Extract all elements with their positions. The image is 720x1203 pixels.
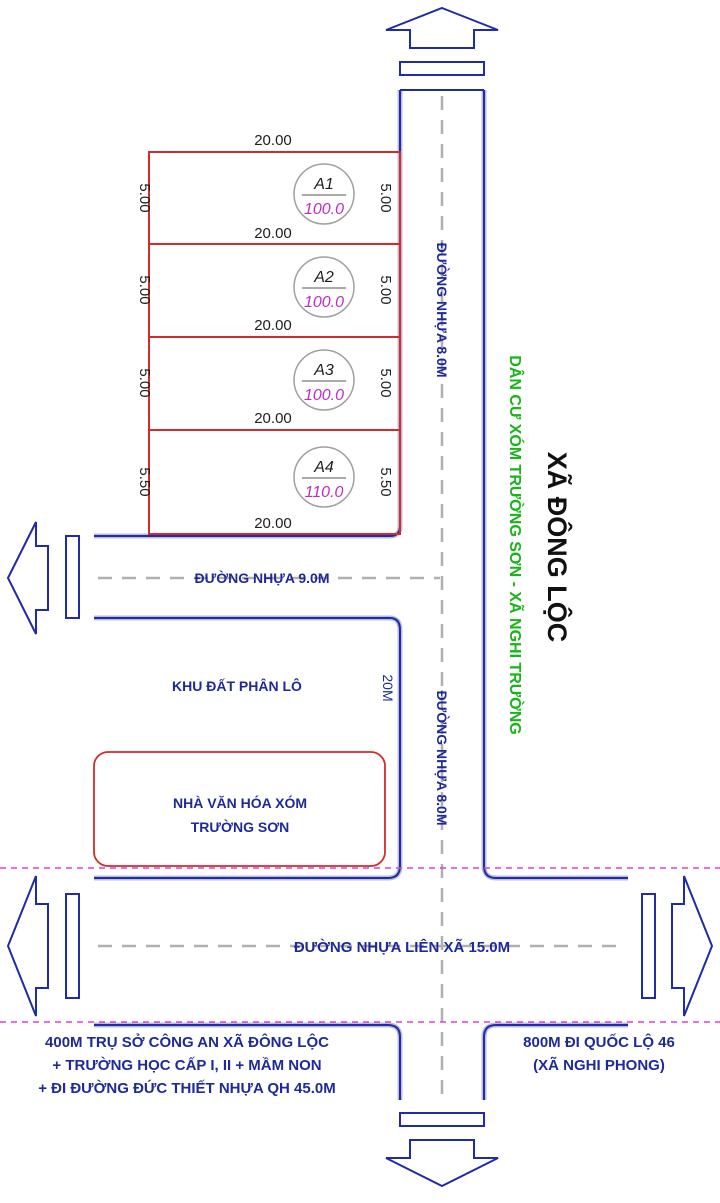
boundary-lines: [0, 867, 720, 1023]
dim-right-a1: 5.00: [377, 183, 394, 212]
left-note-line-3: + ĐI ĐƯỜNG ĐỨC THIẾT NHỰA QH 45.0M: [38, 1079, 336, 1097]
dim-right-a3: 5.00: [377, 368, 394, 397]
lot-marker-a1: A1 100.0: [293, 163, 355, 225]
lot-area: 100.0: [304, 294, 344, 311]
culture-house: NHÀ VĂN HÓA XÓM TRƯỜNG SƠN: [93, 751, 386, 867]
arrow-left-branch-bar: [65, 535, 80, 619]
culture-house-outline: [93, 751, 386, 867]
lot-circle: [293, 256, 355, 318]
arrow-left-lower-icon: [6, 875, 49, 1017]
lot-circle: [293, 163, 355, 225]
road-label-main-lower: ĐƯỜNG NHỰA 8.0M: [434, 691, 451, 826]
dim-left-a2: 5.00: [136, 275, 153, 304]
arrow-left-lower-bar: [65, 893, 80, 999]
dim-bottom-a4: 20.00: [254, 515, 292, 532]
lot-area: 100.0: [304, 201, 344, 218]
lot-area: 110.0: [305, 484, 344, 501]
lot-id: A1: [313, 176, 334, 193]
dim-left-a3: 5.00: [136, 368, 153, 397]
lot-circle: [293, 349, 355, 411]
dim-left-a1: 5.00: [136, 183, 153, 212]
lot-circle: [293, 446, 355, 508]
right-note-line-1: 800M ĐI QUỐC LỘ 46: [523, 1033, 675, 1051]
road-label-main-upper: ĐƯỜNG NHỰA 8.0M: [434, 243, 451, 378]
lot-grid: [148, 151, 401, 535]
lot-marker-a4: A4 110.0: [293, 446, 355, 508]
road-labels: ĐƯỜNG NHỰA 8.0M ĐƯỜNG NHỰA 8.0M ĐƯỜNG NH…: [195, 243, 511, 957]
dim-top-a4: 20.00: [254, 410, 292, 427]
area-labels: XÃ ĐÔNG LỘC DÂN CƯ XÓM TRƯỜNG SƠN - XÃ N…: [172, 355, 573, 734]
dim-top-a2: 20.00: [254, 225, 292, 242]
lot-id: A3: [313, 362, 334, 379]
left-note-line-1: 400M TRỤ SỞ CÔNG AN XÃ ĐÔNG LỘC: [45, 1033, 329, 1051]
culture-house-line-1: NHÀ VĂN HÓA XÓM: [173, 794, 307, 811]
arrow-down-icon: [385, 1139, 499, 1188]
culture-house-line-2: TRƯỜNG SƠN: [191, 818, 290, 835]
dim-top-a3: 20.00: [254, 317, 292, 334]
dim-left-a4: 5.50: [136, 467, 153, 496]
arrow-up-icon: [385, 6, 499, 49]
dim-right-a2: 5.00: [377, 275, 394, 304]
lot-marker-a3: A3 100.0: [293, 349, 355, 411]
road-network: [94, 89, 628, 1100]
direction-arrows: [6, 6, 714, 1188]
arrow-down-bar: [399, 1112, 485, 1127]
lot-id: A2: [313, 269, 334, 286]
land-area-label: KHU ĐẤT PHÂN LÔ: [172, 677, 302, 694]
road-width-note: 20M: [380, 674, 396, 701]
arrow-right-lower-bar: [641, 893, 656, 999]
lot-area: 100.0: [304, 387, 344, 404]
road-label-inter-commune: ĐƯỜNG NHỰA LIÊN XÃ 15.0M: [294, 938, 510, 956]
arrow-right-lower-icon: [671, 875, 714, 1017]
commune-label: XÃ ĐÔNG LỘC: [542, 452, 573, 643]
left-note-line-2: + TRƯỜNG HỌC CẤP I, II + MẦM NON: [52, 1056, 321, 1074]
lot-dimensions: 20.00 20.00 20.00 20.00 20.00 5.00 5.00 …: [136, 132, 394, 532]
lot-id: A4: [313, 459, 334, 476]
lot-markers: A1 100.0 A2 100.0 A3 100.0 A4 110.0: [293, 163, 355, 508]
right-note-line-2: (XÃ NGHI PHONG): [533, 1056, 665, 1074]
direction-notes: 400M TRỤ SỞ CÔNG AN XÃ ĐÔNG LỘC + TRƯỜNG…: [38, 1033, 675, 1097]
lot-outline: [148, 151, 401, 535]
lot-marker-a2: A2 100.0: [293, 256, 355, 318]
road-centerlines: [98, 96, 622, 1095]
residential-label: DÂN CƯ XÓM TRƯỜNG SƠN - XÃ NGHI TRƯỜNG: [506, 355, 526, 734]
road-edge: [94, 90, 628, 1100]
road-label-branch: ĐƯỜNG NHỰA 9.0M: [195, 569, 330, 586]
arrow-left-branch-icon: [6, 521, 49, 635]
dim-right-a4: 5.50: [377, 467, 394, 496]
dim-top-a1: 20.00: [254, 132, 292, 149]
arrow-up-bar: [399, 61, 485, 76]
